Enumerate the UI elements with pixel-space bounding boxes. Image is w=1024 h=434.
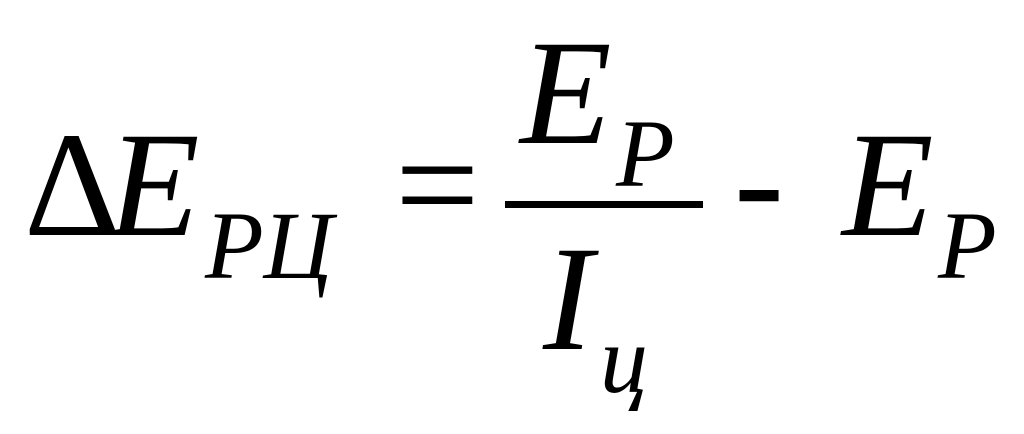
lhs-e-symbol: E <box>108 102 200 268</box>
lhs-subscript: РЦ <box>205 192 333 299</box>
numerator-subscript: Р <box>616 100 675 207</box>
delta-symbol: Δ <box>24 102 121 268</box>
denominator-i-symbol: I <box>543 216 593 382</box>
numerator-e-symbol: E <box>520 10 612 176</box>
equals-sign: = <box>395 102 480 268</box>
rhs-e-symbol: E <box>842 102 934 268</box>
denominator-subscript: ц <box>600 306 648 413</box>
fraction-bar <box>505 201 703 208</box>
rhs-subscript: Р <box>938 192 997 299</box>
minus-sign: - <box>734 98 784 264</box>
